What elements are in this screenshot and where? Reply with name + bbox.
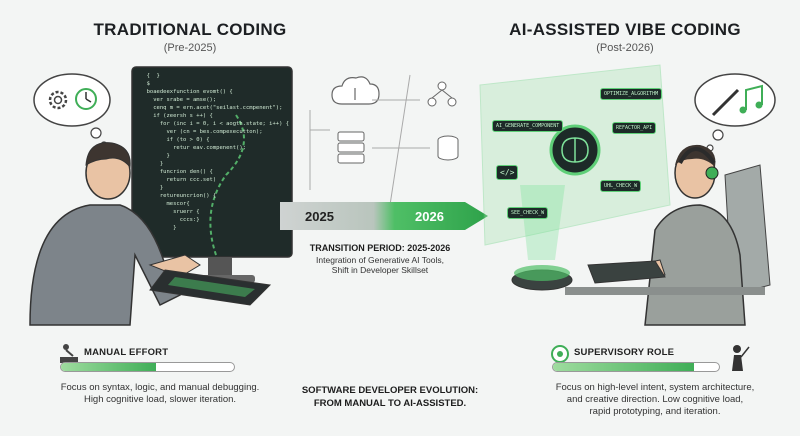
code-line: return ccc.set) [140, 177, 217, 183]
weight-lifter-icon [60, 344, 78, 363]
bottom-title-line1: SOFTWARE DEVELOPER EVOLUTION: [301, 385, 479, 396]
holo-node: AI_GENERATE_COMPONENT [492, 120, 564, 132]
holo-node: SEE_CHECK_W [507, 207, 549, 219]
code-line: $ [140, 81, 150, 87]
magic-wand-icon [711, 88, 740, 117]
right-description-line1: Focus on high-level intent, system archi… [555, 382, 755, 393]
code-line: { } [140, 73, 160, 79]
right-description-line3: rapid prototyping, and iteration. [589, 406, 721, 417]
transition-line1: Integration of Generative AI Tools, [316, 255, 444, 265]
left-description-line1: Focus on syntax, logic, and manual debug… [60, 382, 260, 393]
music-note-icon [739, 84, 763, 114]
center-diagram [309, 74, 459, 206]
code-line: funcrion den() { [140, 169, 213, 175]
ai-chip-icon [551, 345, 569, 363]
code-line: for (inc i = 0, i < aogth.state; i++) { [140, 121, 290, 127]
code-line: } [140, 185, 164, 191]
transition-line2: Shift in Developer Skillset [331, 265, 429, 275]
code-line: } [140, 153, 170, 159]
clock-icon [75, 88, 97, 110]
code-line: } [140, 161, 164, 167]
timeline-arrow [280, 202, 488, 230]
code-line: if (zeersh s ++) { [140, 113, 213, 119]
developer-left [29, 142, 201, 326]
code-line: ver (cn = bes.compexecutton); [140, 129, 263, 135]
code-line: retur eav.compenent(); [140, 145, 246, 151]
left-illustration [29, 66, 293, 326]
bottom-title: SOFTWARE DEVELOPER EVOLUTION: FROM MANUA… [290, 384, 490, 410]
right-illustration [479, 64, 776, 326]
right-subtitle: (Post-2026) [596, 42, 654, 54]
code-editor: { } $ boaedeexfunction evomt() { ver sra… [140, 72, 290, 252]
gear-icon [48, 90, 68, 110]
code-line: if (to > 0) { [140, 137, 210, 143]
supervisory-role-label: SUPERVISORY ROLE [574, 347, 675, 358]
manual-effort-label: MANUAL EFFORT [84, 347, 169, 358]
right-description: Focus on high-level intent, system archi… [520, 382, 790, 418]
holo-projector [511, 185, 573, 291]
keyboard-left [149, 269, 272, 306]
code-line: retureuncrion() { [140, 193, 217, 199]
code-line: mescor{ [140, 201, 190, 207]
right-title: AI-ASSISTED VIBE CODING [509, 20, 741, 39]
holo-node: OPTIMIZE_ALGORITHM [600, 88, 663, 100]
left-description-line2: High cognitive load, slower iteration. [83, 394, 237, 405]
code-line: cenq m = ern.acet("seilast.ccmpenent"); [140, 105, 283, 111]
transition-title: TRANSITION PERIOD: 2025-2026 [309, 243, 451, 253]
bottom-title-line2: FROM MANUAL TO AI-ASSISTED. [313, 398, 467, 409]
left-title: TRADITIONAL CODING [93, 20, 287, 39]
database-icon [437, 135, 459, 161]
code-line: cccs:} [140, 217, 200, 223]
year-to: 2026 [415, 209, 444, 224]
left-description: Focus on syntax, logic, and manual debug… [30, 382, 290, 406]
server-icon [337, 131, 365, 164]
brain-icon [549, 124, 601, 176]
code-line: ver srabe = amse(); [140, 97, 217, 103]
cloud-icon [331, 76, 380, 105]
keyboard-right [587, 260, 666, 284]
code-bracket-icon: </> [496, 165, 519, 180]
code-line: boaedeexfunction evomt() { [140, 89, 233, 95]
right-description-line2: and creative direction. Low cognitive lo… [566, 394, 744, 405]
holo-node: UHL_CHECK_W [600, 180, 642, 192]
left-subtitle: (Pre-2025) [163, 42, 217, 54]
holo-node: REFACTOR_API [612, 122, 657, 134]
conductor-icon [732, 345, 750, 371]
year-from: 2025 [305, 209, 334, 224]
code-line: sruerr { [140, 209, 200, 215]
thought-bubble-left [33, 73, 111, 149]
supervisory-role-meter [552, 362, 720, 372]
manual-effort-meter [60, 362, 235, 372]
network-icon [427, 81, 457, 107]
code-line: } [140, 225, 177, 231]
